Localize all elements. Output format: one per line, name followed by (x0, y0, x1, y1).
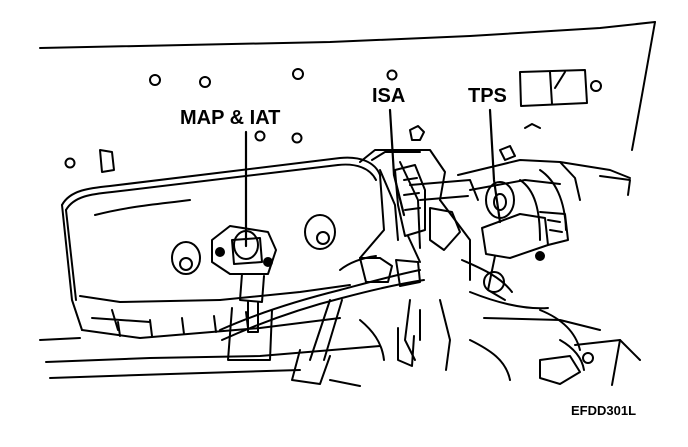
wiring-harness (219, 255, 601, 361)
leader-tps (488, 108, 502, 224)
hood-outline (39, 21, 656, 151)
leader-isa (388, 108, 406, 217)
leader-lines (244, 108, 502, 248)
map-iat-sensor (211, 225, 277, 361)
label-isa: ISA (372, 85, 406, 107)
firewall-label-plate (519, 69, 588, 107)
manifold-ports (171, 214, 336, 275)
figure-code: EFDD301L (571, 403, 637, 418)
lower-components (39, 271, 641, 387)
fasteners (99, 125, 594, 364)
throttle-body (359, 123, 631, 281)
firewall-bolts (64, 68, 602, 169)
label-map-iat: MAP & IAT (180, 107, 281, 129)
intake-manifold (61, 156, 385, 339)
isa-valve (394, 164, 426, 263)
tps-sensor (481, 211, 569, 301)
label-tps: TPS (468, 85, 507, 107)
